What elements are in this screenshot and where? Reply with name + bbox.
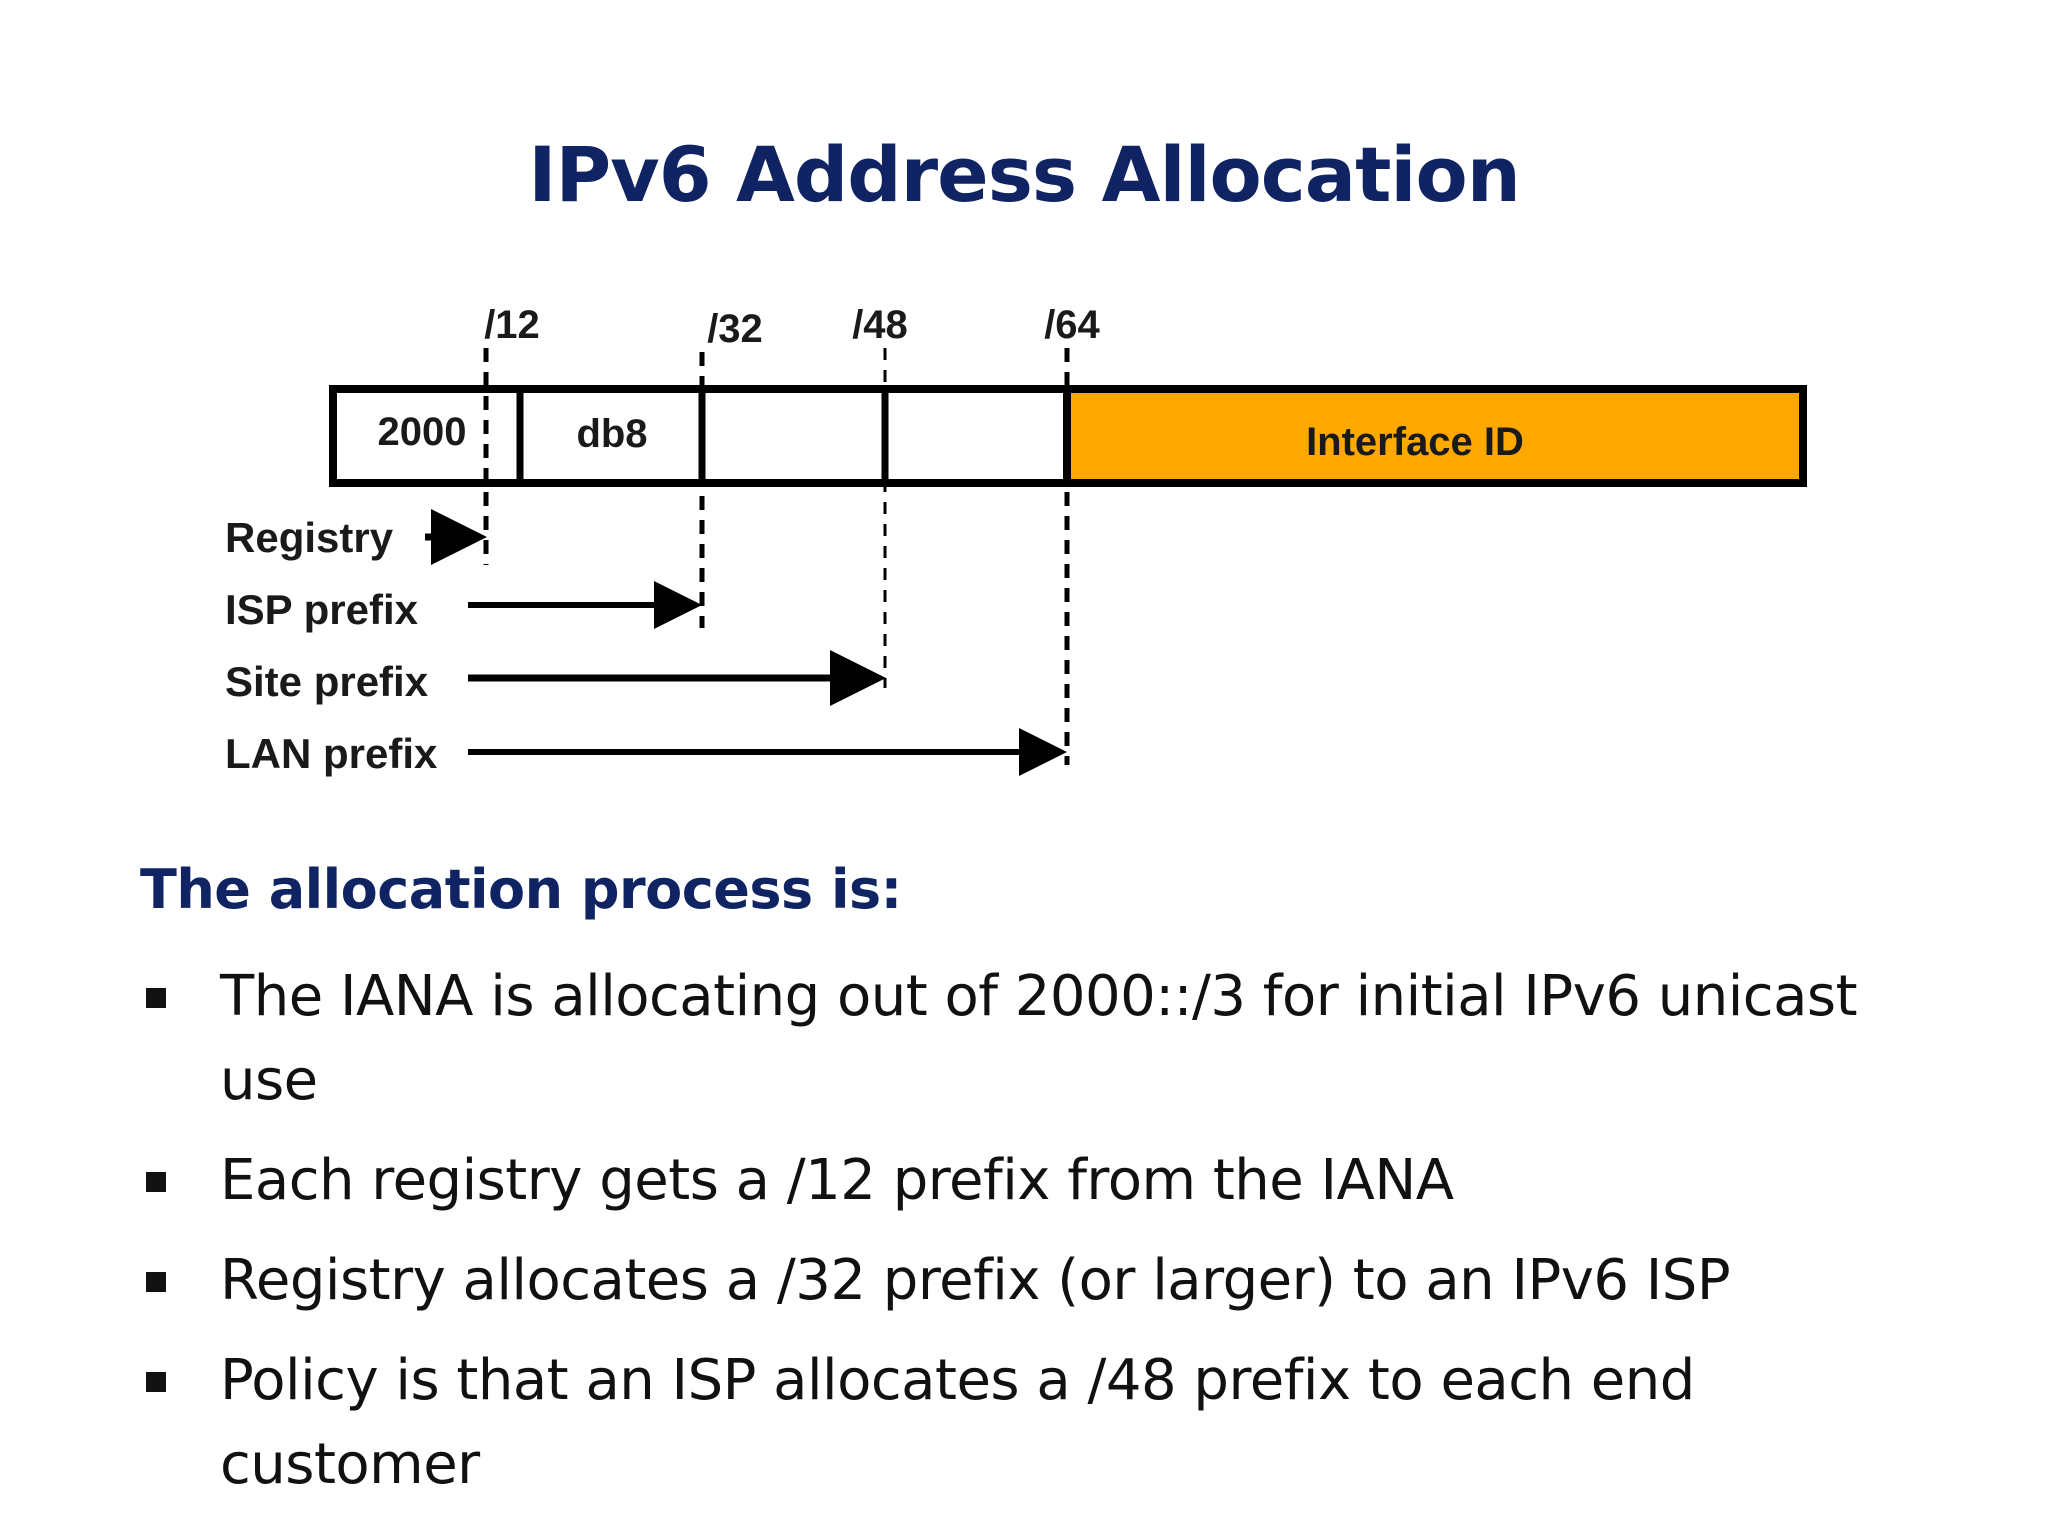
segment-label-db8: db8 bbox=[576, 412, 647, 456]
segment-label-interface-id: Interface ID bbox=[1306, 420, 1524, 464]
square-bullet-icon bbox=[146, 1172, 166, 1192]
marker-label-32: /32 bbox=[707, 307, 763, 351]
section-heading: The allocation process is: bbox=[140, 858, 902, 921]
square-bullet-icon bbox=[146, 988, 166, 1008]
slide-title: IPv6 Address Allocation bbox=[528, 130, 1521, 219]
square-bullet-icon bbox=[146, 1372, 166, 1392]
bullet-text: The IANA is allocating out of 2000::/3 f… bbox=[220, 964, 1858, 1113]
arrow-label-site-prefix: Site prefix bbox=[225, 658, 429, 705]
marker-label-64: /64 bbox=[1044, 303, 1100, 347]
interface-id-segment bbox=[1063, 385, 1807, 487]
arrow-label-lan-prefix: LAN prefix bbox=[225, 730, 438, 777]
arrow-label-registry: Registry bbox=[225, 514, 394, 561]
arrow-label-isp-prefix: ISP prefix bbox=[225, 586, 419, 633]
bullet-text: Policy is that an ISP allocates a /48 pr… bbox=[220, 1348, 1695, 1497]
segment-label-2000: 2000 bbox=[378, 410, 467, 454]
marker-label-48: /48 bbox=[852, 303, 908, 347]
bullet-text: Registry allocates a /32 prefix (or larg… bbox=[220, 1248, 1731, 1313]
list-item: Registry allocates a /32 prefix (or larg… bbox=[140, 1239, 1960, 1323]
bullet-list: The IANA is allocating out of 2000::/3 f… bbox=[140, 955, 1960, 1523]
list-item: Policy is that an ISP allocates a /48 pr… bbox=[140, 1339, 1960, 1507]
ipv6-prefix-diagram: /12 /32 /48 /64 2000 db8 Interface ID Re… bbox=[225, 303, 1807, 777]
marker-label-12: /12 bbox=[484, 303, 540, 347]
bullet-text: Each registry gets a /12 prefix from the… bbox=[220, 1148, 1454, 1213]
list-item: The IANA is allocating out of 2000::/3 f… bbox=[140, 955, 1960, 1123]
square-bullet-icon bbox=[146, 1272, 166, 1292]
list-item: Each registry gets a /12 prefix from the… bbox=[140, 1139, 1960, 1223]
